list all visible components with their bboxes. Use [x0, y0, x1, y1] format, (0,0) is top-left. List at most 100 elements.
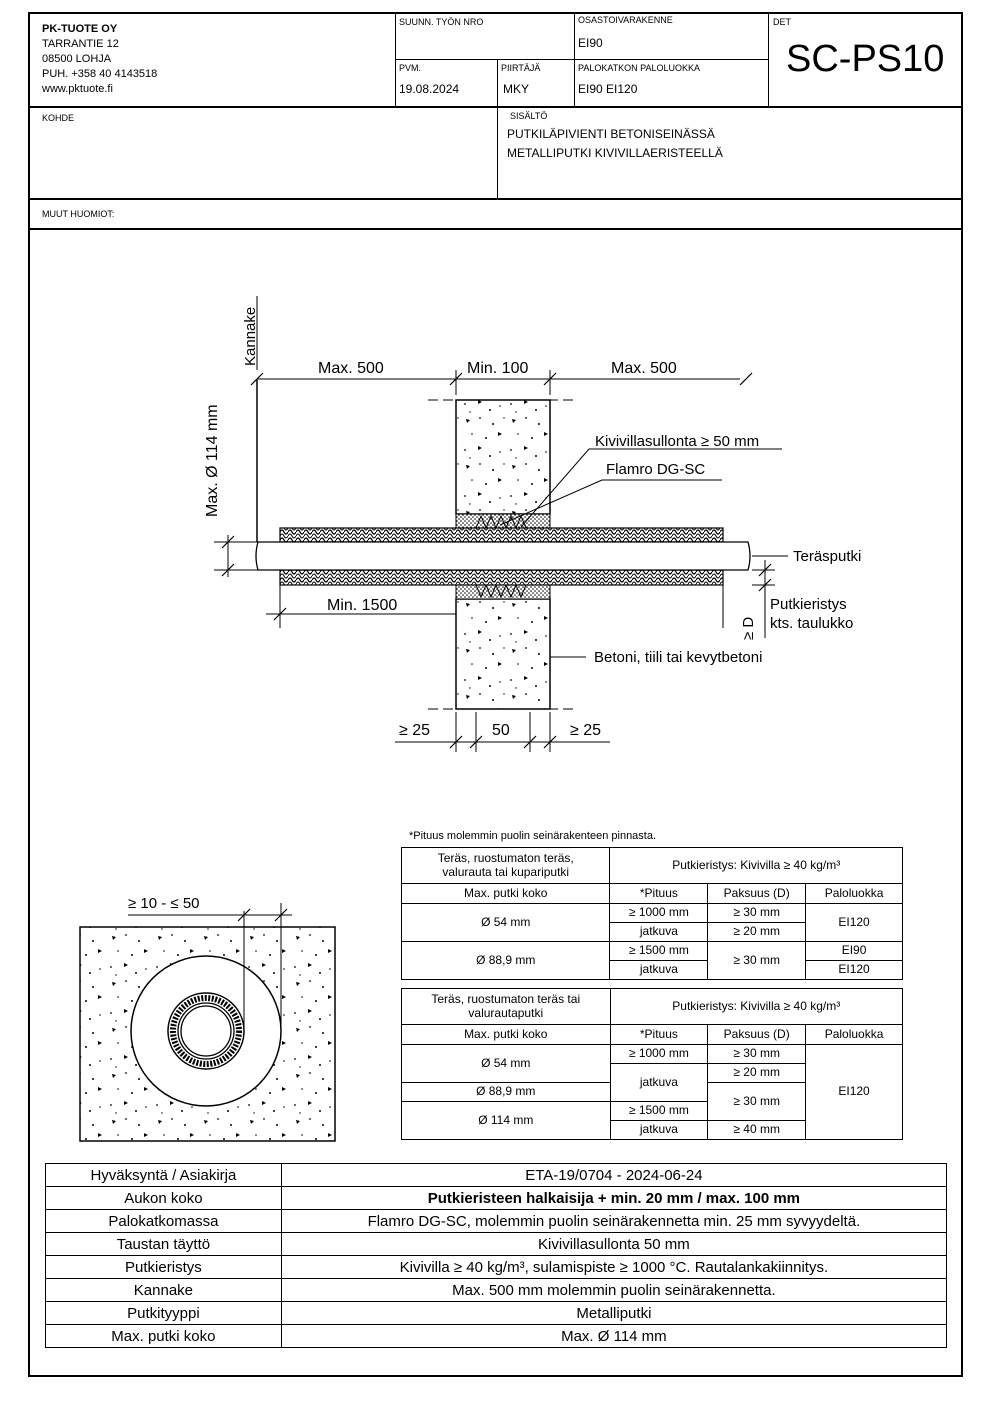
t2-col-paksuus: Paksuus (D) [707, 1024, 807, 1045]
paloluokka-value: EI90 EI120 [578, 82, 638, 96]
piirtaja-label: PIIRTÄJÄ [501, 63, 541, 73]
t1-r2-class2: EI120 [805, 960, 903, 980]
t1-r1-p1: ≥ 1000 mm [609, 903, 709, 923]
max-d-label: Max. Ø 114 mm [204, 404, 221, 517]
insulation-bottom [279, 569, 724, 586]
dim-ge25-left: ≥ 25 [399, 722, 430, 739]
putkieristys-label: Putkieristys [770, 596, 847, 613]
t1-r2-p2: jatkuva [609, 960, 709, 980]
t1-r1-t2: ≥ 20 mm [707, 922, 807, 942]
t2-insulation: Putkieristys: Kivivilla ≥ 40 kg/m³ [609, 988, 903, 1025]
company-street: TARRANTIE 12 [42, 38, 119, 50]
dim-50: 50 [492, 722, 510, 739]
dim-max500-right: Max. 500 [611, 360, 677, 377]
muut-label: MUUT HUOMIOT: [42, 209, 115, 219]
wall-lower [455, 598, 551, 710]
insulation-top [279, 527, 724, 543]
t1-material: Teräs, ruostumaton teräs,valurauta tai k… [400, 847, 611, 884]
summary-value: ETA-19/0704 - 2024-06-24 [280, 1163, 948, 1187]
paloluokka-label: PALOKATKON PALOLUOKKA [578, 63, 701, 73]
summary-label: Hyväksyntä / Asiakirja [45, 1163, 282, 1187]
summary-label: Putkieristys [45, 1255, 282, 1279]
summary-value: Putkieristeen halkaisija + min. 20 mm / … [280, 1186, 948, 1210]
outer-frame [28, 12, 963, 1377]
t2-r1-t1: ≥ 30 mm [707, 1044, 807, 1064]
t2-col-pituus: *Pituus [609, 1024, 709, 1045]
kohde-label: KOHDE [42, 113, 75, 123]
t2-jatkuva: jatkuva [609, 1063, 709, 1102]
t1-col-pituus: *Pituus [609, 883, 709, 904]
summary-label: Kannake [45, 1278, 282, 1302]
pvm-value: 19.08.2024 [399, 82, 460, 96]
t1-r1-size: Ø 54 mm [400, 903, 611, 942]
t1-col-palo: Paloluokka [805, 883, 903, 904]
t1-r1-class: EI120 [805, 903, 903, 942]
suunn-label: SUUNN. TYÖN NRO [399, 17, 484, 27]
terasputki-label: Teräsputki [793, 548, 861, 565]
kts-label: kts. taulukko [770, 615, 853, 632]
summary-label: Taustan täyttö [45, 1232, 282, 1256]
pituus-note: *Pituus molemmin puolin seinärakenteen p… [409, 830, 657, 842]
company-web: www.pktuote.fi [42, 83, 113, 95]
gap-range-label: ≥ 10 - ≤ 50 [128, 895, 200, 912]
summary-value: Max. 500 mm molemmin puolin seinärakenne… [280, 1278, 948, 1302]
t2-r1-size: Ø 54 mm [401, 1044, 611, 1083]
t1-r2-p1: ≥ 1500 mm [609, 941, 709, 961]
piirtaja-value: MKY [503, 82, 530, 96]
summary-value: Max. Ø 114 mm [280, 1324, 948, 1348]
wall-upper [455, 399, 551, 515]
kivivilla-label: Kivivillasullonta ≥ 50 mm [595, 433, 759, 450]
betoni-label: Betoni, tiili tai kevytbetoni [594, 649, 762, 666]
company-name: PK-TUOTE OY [42, 23, 118, 35]
summary-label: Palokatkomassa [45, 1209, 282, 1233]
t1-insulation: Putkieristys: Kivivilla ≥ 40 kg/m³ [609, 847, 903, 884]
t2-r3-p1: ≥ 1500 mm [609, 1101, 709, 1121]
kannake-label: Kannake [242, 307, 259, 366]
t1-r2-t: ≥ 30 mm [707, 941, 807, 980]
sisalto-line1: PUTKILÄPIVIENTI BETONISEINÄSSÄ [507, 127, 715, 141]
t2-r3-p2: jatkuva [609, 1120, 709, 1140]
t2-r2-size: Ø 88,9 mm [401, 1082, 611, 1102]
dim-ge25-right: ≥ 25 [570, 722, 601, 739]
summary-label: Aukon koko [45, 1186, 282, 1210]
dim-min1500: Min. 1500 [327, 597, 397, 614]
t2-t20: ≥ 20 mm [707, 1063, 807, 1083]
summary-value: Metalliputki [280, 1301, 948, 1325]
t2-class: EI120 [805, 1044, 903, 1140]
osasto-value: EI90 [578, 36, 603, 50]
summary-value: Kivivillasullonta 50 mm [280, 1232, 948, 1256]
det-value: SC-PS10 [786, 38, 945, 80]
t2-col-size: Max. putki koko [401, 1024, 611, 1045]
steel-pipe [255, 541, 751, 571]
summary-value: Flamro DG-SC, molemmin puolin seinäraken… [280, 1209, 948, 1233]
company-city: 08500 LOHJA [42, 53, 112, 65]
ge-d-label: ≥ D [740, 617, 757, 640]
spec-table-1: Teräs, ruostumaton teräs,valurauta tai k… [400, 847, 903, 980]
cross-section-drawing: ≥ 10 - ≤ 50 [79, 895, 336, 1142]
det-label: DET [773, 17, 791, 27]
company-block: PK-TUOTE OY TARRANTIE 12 08500 LOHJA PUH… [42, 22, 157, 97]
sisalto-line2: METALLIPUTKI KIVIVILLAERISTEELLÄ [507, 146, 723, 160]
pvm-label: PVM. [399, 63, 422, 73]
t2-r1-p1: ≥ 1000 mm [609, 1044, 709, 1064]
t1-r1-p2: jatkuva [609, 922, 709, 942]
t1-r2-size: Ø 88,9 mm [400, 941, 611, 980]
dim-min100: Min. 100 [467, 360, 528, 377]
summary-label: Max. putki koko [45, 1324, 282, 1348]
t1-r2-class1: EI90 [805, 941, 903, 961]
t1-col-paksuus: Paksuus (D) [707, 883, 807, 904]
sisalto-label: SISÄLTÖ [510, 111, 548, 121]
t1-r1-t1: ≥ 30 mm [707, 903, 807, 923]
summary-label: Putkityyppi [45, 1301, 282, 1325]
